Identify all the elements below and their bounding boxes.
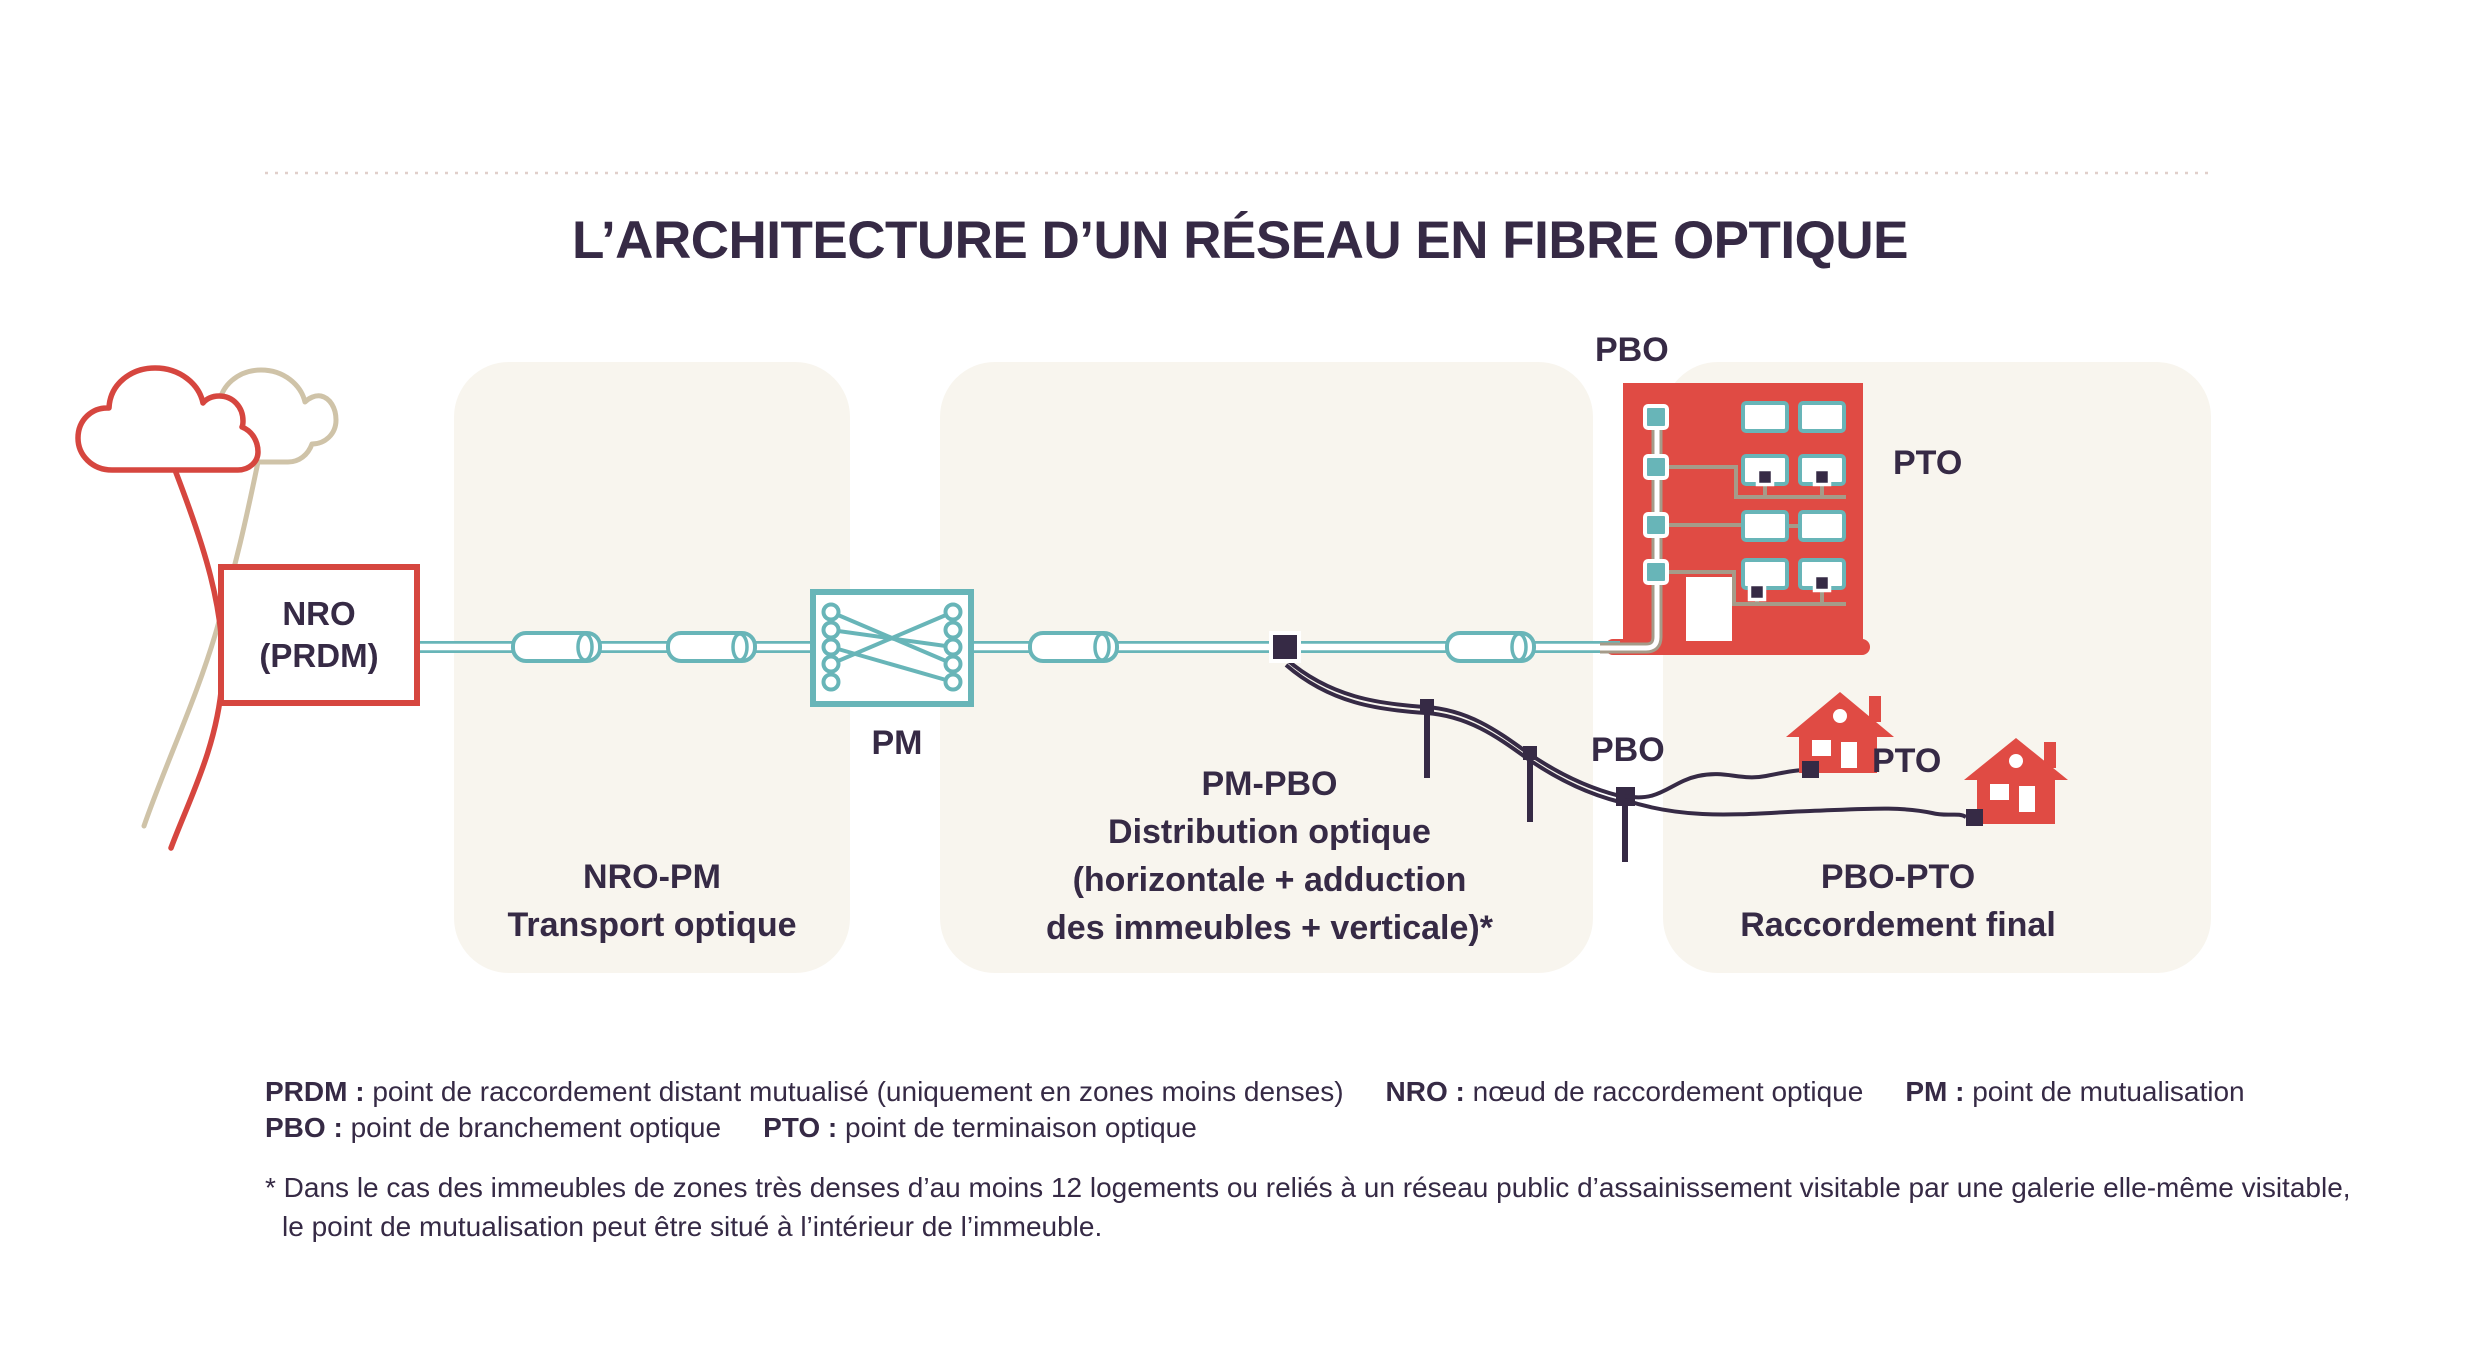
pm-ports (821, 602, 963, 692)
section-detail: (horizontale + adduction (1072, 861, 1467, 899)
pto-socket (1747, 582, 1767, 602)
riser-conduit-inner (1600, 412, 1660, 651)
pbo-building-label: PBO (1595, 331, 1669, 369)
pto-connector (1802, 761, 1819, 778)
house-gable-window (2009, 754, 2023, 768)
aerial-distribution (1284, 657, 1635, 862)
red-cloud-icon (75, 365, 261, 473)
legend-definition: nœud de raccordement optique (1472, 1076, 1864, 1107)
drop-cable-house-1 (1624, 768, 1807, 800)
pbo-pole-label: PBO (1591, 731, 1665, 769)
legend-row-2: PBO : point de branchement optique PTO :… (265, 1112, 1197, 1144)
pbo-floor-box (1643, 512, 1669, 538)
building-window (1741, 401, 1789, 433)
pole-attachment (1420, 699, 1434, 713)
pto-connector (1966, 809, 1983, 826)
aerial-cable-lower (1284, 663, 1621, 804)
cloud-group (75, 365, 339, 851)
section-title: PM-PBO (1201, 765, 1338, 803)
house-window (1812, 740, 1831, 756)
pbo-floor-box (1643, 404, 1669, 430)
pto-sockets (1747, 467, 1832, 602)
final-drop-cables (1624, 768, 1968, 819)
legend-item-nro: NRO : nœud de raccordement optique (1386, 1076, 1864, 1108)
section-label-pm-pbo: PM-PBO Distribution optique (horizontale… (946, 760, 1593, 952)
legend-definition: point de terminaison optique (845, 1112, 1197, 1143)
nro-box (218, 564, 420, 706)
pto-socket (1812, 573, 1832, 593)
pm-label: PM (871, 724, 923, 762)
section-subtitle: Distribution optique (1108, 813, 1431, 851)
panel-nro-pm (454, 362, 850, 973)
building-base (1605, 639, 1870, 655)
legend-term: PBO : (265, 1112, 343, 1143)
pto-house-label: PTO (1872, 742, 1942, 780)
section-title: PBO-PTO (1820, 858, 1976, 896)
pbo-floor-boxes (1643, 404, 1669, 585)
house-body (1977, 774, 2055, 824)
pm-splitter-box (810, 589, 974, 707)
pto-socket (1755, 467, 1775, 487)
section-label-nro-pm: NRO-PM Transport optique (454, 853, 850, 949)
building-window (1798, 510, 1846, 542)
legend-term: NRO : (1385, 1076, 1465, 1107)
section-subtitle: Transport optique (507, 906, 797, 944)
footnote: * Dans le cas des immeubles de zones trè… (265, 1168, 2351, 1246)
apartment-building (1600, 383, 1863, 654)
building-door (1686, 577, 1732, 641)
house-door (2019, 786, 2035, 812)
section-detail: des immeubles + verticale)* (1046, 909, 1493, 947)
splice-capsule-cap (1510, 632, 1528, 662)
section-subtitle: Raccordement final (1740, 906, 2056, 944)
aerial-cable-upper (1284, 657, 1621, 798)
pbo-floor-box (1643, 454, 1669, 480)
legend-definition: point de raccordement distant mutualisé … (372, 1076, 1344, 1107)
legend-term: PRDM : (265, 1076, 365, 1107)
legend-definition: point de mutualisation (1972, 1076, 2245, 1107)
legend-row-1: PRDM : point de raccordement distant mut… (265, 1076, 2245, 1108)
pbo-floor-box (1643, 559, 1669, 585)
section-title: NRO-PM (583, 858, 721, 896)
house-chimney (2044, 742, 2056, 768)
pm-patch-cords (830, 610, 954, 684)
panel-pm-pbo (940, 362, 1593, 973)
legend-item-pbo: PBO : point de branchement optique (265, 1112, 721, 1144)
splice-capsule-cap (576, 632, 594, 662)
page-title: L’ARCHITECTURE D’UN RÉSEAU EN FIBRE OPTI… (572, 211, 1908, 270)
house-window (1990, 784, 2009, 800)
cable-branch-connector (1269, 631, 1301, 663)
house-gable-window (1833, 709, 1847, 723)
red-cable-curve (168, 467, 226, 851)
nro-label-line2: (PRDM) (259, 637, 379, 674)
floor-distribution-lines (1656, 465, 1846, 606)
drop-cable-house-2 (1624, 798, 1968, 819)
splice-capsule-cap (731, 632, 749, 662)
house-2 (1964, 738, 2068, 826)
house-chimney (1869, 696, 1881, 722)
section-label-pbo-pto: PBO-PTO Raccordement final (1648, 853, 2148, 949)
nro-node-label: NRO (PRDM) (221, 567, 417, 703)
legend-item-prdm: PRDM : point de raccordement distant mut… (265, 1076, 1344, 1108)
house-door (1841, 742, 1857, 768)
splice-capsule-cap (1093, 632, 1111, 662)
splice-capsules (511, 631, 1536, 663)
legend-term: PTO : (763, 1112, 838, 1143)
pto-socket (1812, 467, 1832, 487)
pto-building-label: PTO (1893, 444, 1963, 482)
pole-attachment (1523, 746, 1537, 760)
legend-term: PM : (1905, 1076, 1965, 1107)
nro-label-line1: NRO (282, 595, 356, 632)
legend-item-pto: PTO : point de terminaison optique (763, 1112, 1197, 1144)
building-window (1798, 401, 1846, 433)
footnote-line2: le point de mutualisation peut être situ… (282, 1211, 1103, 1242)
footnote-line1: * Dans le cas des immeubles de zones trè… (265, 1172, 2351, 1203)
house-1 (1786, 692, 1894, 778)
legend-item-pm: PM : point de mutualisation (1905, 1076, 2244, 1108)
building-window (1741, 510, 1789, 542)
legend-definition: point de branchement optique (350, 1112, 722, 1143)
